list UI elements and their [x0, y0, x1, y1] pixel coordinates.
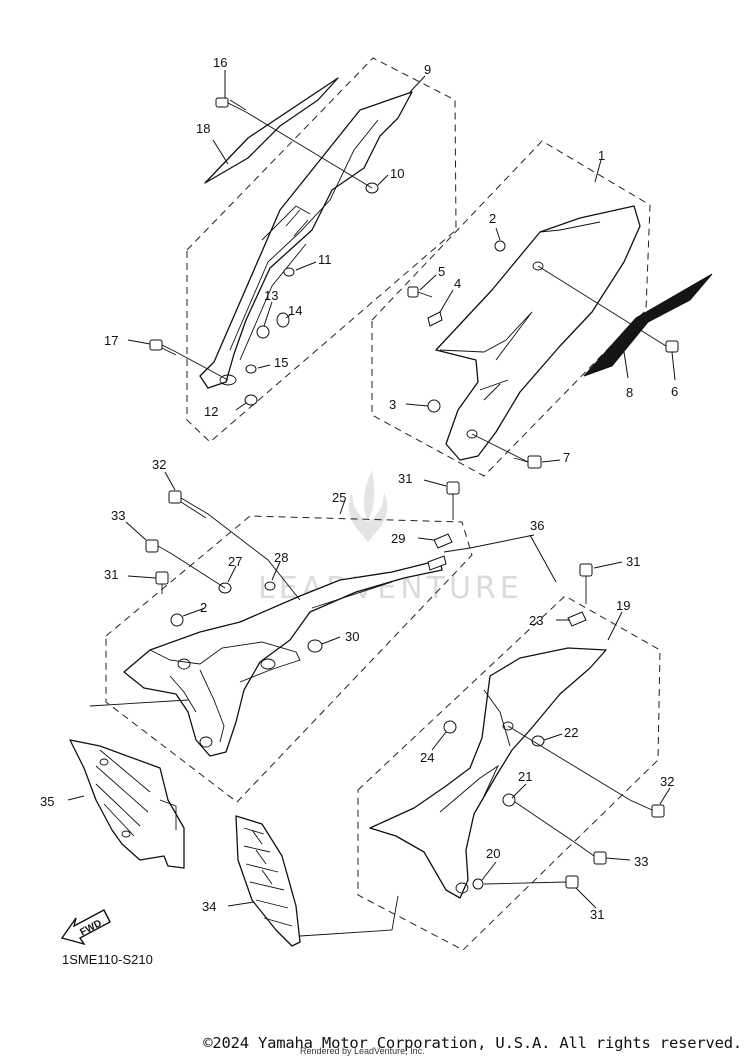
part-28-washer — [264, 581, 276, 591]
callout-34: 34 — [202, 899, 216, 914]
callout-20: 20 — [486, 846, 500, 861]
callout-29: 29 — [391, 531, 405, 546]
callout-21: 21 — [518, 769, 532, 784]
fwd-arrow-icon: FWD — [60, 909, 111, 946]
callout-24: 24 — [420, 750, 434, 765]
callout-17: 17 — [104, 333, 118, 348]
callout-31-left: 31 — [104, 567, 118, 582]
callout-30: 30 — [345, 629, 359, 644]
callout-28: 28 — [274, 550, 288, 565]
callout-2-upper: 2 — [489, 211, 496, 226]
part-31-bolt-top — [446, 481, 460, 520]
part-5-screw — [407, 286, 433, 298]
part-31-bolt-left — [155, 571, 169, 594]
part-16-bolt — [215, 97, 247, 113]
callout-33-lower: 33 — [634, 854, 648, 869]
copyright-notice: ©2024 Yamaha Motor Corporation, U.S.A. A… — [203, 1034, 742, 1052]
callout-4: 4 — [454, 276, 461, 291]
assembly-line-33 — [171, 553, 226, 589]
callout-13: 13 — [264, 288, 278, 303]
part-8-decal — [583, 273, 713, 377]
callout-15: 15 — [274, 355, 288, 370]
rendered-by-notice: Rendered by LeadVenture, Inc. — [300, 1046, 425, 1056]
callout-31-top: 31 — [398, 471, 412, 486]
assembly-line-17 — [175, 351, 229, 381]
part-35-radiator-cover — [69, 739, 185, 869]
callout-2-lower: 2 — [200, 600, 207, 615]
assembly-line-16 — [245, 111, 373, 189]
callout-1: 1 — [598, 148, 605, 163]
part-25-bracket — [123, 559, 443, 757]
part-2-grommet-lower — [170, 613, 184, 627]
part-3-collar — [427, 399, 441, 413]
callout-35: 35 — [40, 794, 54, 809]
callout-25: 25 — [332, 490, 346, 505]
callout-8: 8 — [626, 385, 633, 400]
part-24-nut — [443, 720, 457, 734]
part-12-washer — [244, 394, 258, 406]
part-33-bolt-upper — [145, 539, 173, 555]
part-13-collar — [256, 325, 270, 339]
group-outline-25 — [105, 515, 473, 803]
group-outline-1 — [371, 140, 651, 477]
part-23-clip — [567, 611, 587, 627]
part-9-side-cover-inner — [199, 91, 413, 389]
assembly-line-21 — [514, 801, 581, 847]
part-34-radiator-louver — [235, 815, 301, 947]
assembly-line-35 — [89, 699, 189, 707]
callout-23: 23 — [529, 613, 543, 628]
group-outline-19 — [357, 595, 661, 951]
assembly-line-22 — [507, 725, 631, 801]
part-6-bolt — [537, 265, 679, 353]
part-31-bolt-right-top — [579, 563, 593, 604]
callout-5: 5 — [438, 264, 445, 279]
callout-labels: 1 2 3 4 5 6 7 8 9 10 11 12 13 14 15 16 1… — [40, 55, 678, 922]
assembly-line-32 — [207, 513, 301, 601]
part-14-grommet — [276, 312, 290, 328]
callout-32-upper: 32 — [152, 457, 166, 472]
part-2-grommet-upper — [494, 240, 506, 252]
part-29-clip — [427, 533, 453, 571]
part-32-bolt-upper — [168, 490, 209, 519]
callout-14: 14 — [288, 303, 302, 318]
part-15-washer — [245, 364, 257, 374]
part-20-washer — [472, 878, 484, 890]
callout-9: 9 — [424, 62, 431, 77]
part-17-bolt — [149, 339, 177, 356]
callout-31-right-top: 31 — [626, 554, 640, 569]
callout-12: 12 — [204, 404, 218, 419]
part-11-washer — [283, 267, 295, 277]
part-1-side-cover — [435, 205, 641, 461]
callout-3: 3 — [389, 397, 396, 412]
part-32-bolt-lower — [629, 799, 665, 818]
diagram-code: 1SME110-S210 — [62, 952, 153, 967]
callout-6: 6 — [671, 384, 678, 399]
callout-16: 16 — [213, 55, 227, 70]
callout-10: 10 — [390, 166, 404, 181]
callout-7: 7 — [563, 450, 570, 465]
callout-32-lower: 32 — [660, 774, 674, 789]
part-30-collar — [307, 639, 323, 653]
part-4-clip — [427, 311, 443, 327]
leader-lines — [67, 70, 676, 909]
part-18-decal — [204, 77, 339, 184]
part-31-bolt-right-bottom — [483, 875, 579, 889]
group-outline-9 — [186, 57, 457, 443]
callout-31-right-bottom: 31 — [590, 907, 604, 922]
callout-27: 27 — [228, 554, 242, 569]
part-33-bolt-lower — [579, 845, 607, 865]
part-19-side-cover-lower — [369, 647, 607, 899]
callout-36: 36 — [530, 518, 544, 533]
part-21-collar — [502, 793, 516, 807]
assembly-line-34 — [299, 895, 399, 937]
callout-33-upper: 33 — [111, 508, 125, 523]
callout-19: 19 — [616, 598, 630, 613]
callout-22: 22 — [564, 725, 578, 740]
callout-11: 11 — [318, 252, 332, 267]
part-7-bolt — [471, 433, 542, 469]
callout-18: 18 — [196, 121, 210, 136]
